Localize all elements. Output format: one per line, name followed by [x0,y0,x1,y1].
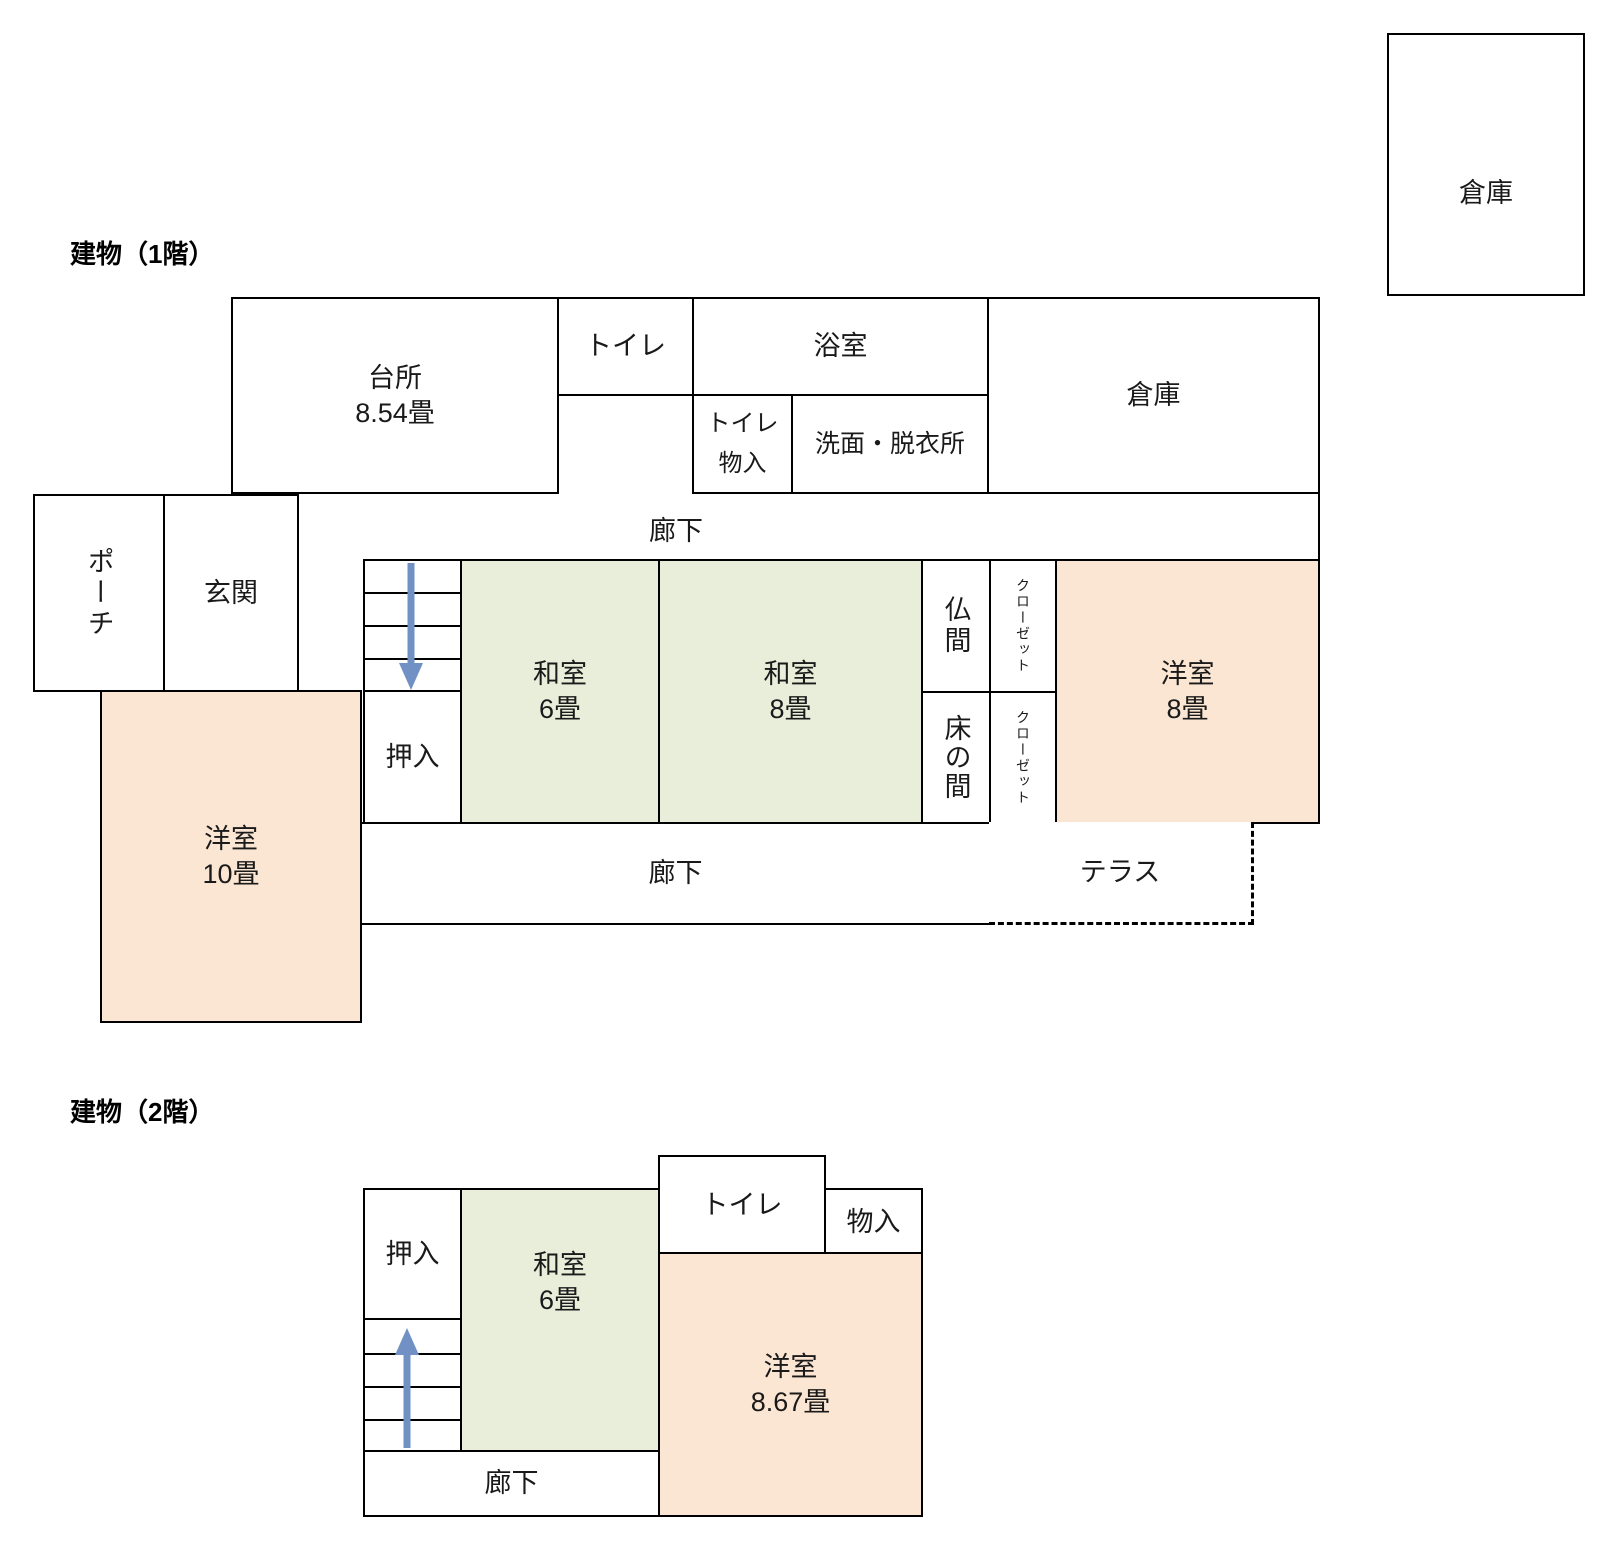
room-storage-2f: 物入 [824,1188,923,1256]
washroom-label: 洗面・脱衣所 [814,429,965,458]
stair-step-line [365,1386,460,1388]
hallway-upper-label: 廊下 [649,516,703,546]
room-japanese-8-1f: 和室 8畳 [658,559,923,824]
western-8-size: 8畳 [1166,693,1209,724]
porch-label: ポーチ [83,546,114,640]
japanese-6-1f-size: 6畳 [538,693,582,724]
room-western-8: 洋室 8畳 [1055,559,1320,824]
room-tokonoma: 床の間 [921,691,991,824]
terrace-label: テラス [1079,856,1161,887]
room-western-10: 洋室 10畳 [100,690,362,1023]
outer-wall-segment [1318,492,1320,561]
floor1-title: 建物（1階） [70,239,215,269]
hallway-2f-label: 廊下 [484,1468,539,1498]
storage-1f-label: 倉庫 [1126,380,1181,410]
kitchen-size: 8.54畳 [355,397,435,428]
oshiire-2f-label: 押入 [385,1238,440,1269]
room-western-867: 洋室 8.67畳 [658,1252,923,1517]
room-toilet-storage: トイレ 物入 [692,394,793,494]
stair-step-line [365,1419,460,1421]
toilet-storage-line2: 物入 [718,450,767,477]
room-oshiire-1f: 押入 [363,690,462,824]
stairs-up-arrow-icon [395,1328,419,1448]
room-japanese-6-1f: 和室 6畳 [460,559,660,824]
room-storage-1f: 倉庫 [987,297,1320,494]
room-entrance: 玄関 [163,494,299,692]
room-toilet-1f: トイレ [557,297,694,396]
japanese-6-2f-size: 6畳 [538,1285,582,1315]
room-hallway-lower: 廊下 [360,822,991,925]
toilet-1f-label: トイレ [585,331,666,361]
stairs-down-arrow-icon [399,563,423,690]
butsuma-label: 仏間 [940,595,971,657]
kitchen-name: 台所 [368,362,422,393]
room-hallway-2f: 廊下 [363,1450,660,1517]
japanese-8-1f-name: 和室 [763,658,818,689]
room-terrace: テラス [989,822,1254,925]
room-bathroom: 浴室 [692,297,989,396]
room-closet-upper: クローゼット [989,559,1057,693]
room-washroom: 洗面・脱衣所 [791,394,989,494]
floor2-title: 建物（2階） [70,1097,215,1127]
room-butsuma: 仏間 [921,559,991,693]
bathroom-label: 浴室 [813,331,868,361]
western-867-name: 洋室 [763,1351,818,1382]
japanese-6-2f-name: 和室 [533,1250,587,1280]
room-japanese-6-2f: 和室 6畳 [460,1188,660,1452]
western-10-size: 10畳 [202,858,260,889]
room-kitchen: 台所 8.54畳 [231,297,559,494]
western-867-size: 8.67畳 [750,1386,831,1417]
toilet-2f-label: トイレ [701,1190,783,1220]
closet-lower-label: クローゼット [1015,709,1031,806]
closet-upper-label: クローゼット [1015,578,1031,674]
entrance-label: 玄関 [204,577,258,608]
room-porch: ポーチ [33,494,165,692]
hallway-lower-label: 廊下 [648,858,703,888]
room-oshiire-2f: 押入 [363,1188,462,1320]
japanese-6-1f-name: 和室 [533,658,587,689]
toilet-storage-line1: トイレ [706,410,779,437]
storage-2f-label: 物入 [846,1206,901,1237]
oshiire-1f-label: 押入 [385,741,440,772]
detached-storage-room: 倉庫 [1387,33,1585,296]
detached-storage-label: 倉庫 [1459,178,1513,208]
room-toilet-2f: トイレ [658,1155,826,1256]
japanese-8-1f-size: 8畳 [769,693,812,724]
room-closet-lower: クローゼット [989,691,1057,824]
western-10-name: 洋室 [203,823,258,854]
tokonoma-label: 床の間 [940,714,971,801]
western-8-name: 洋室 [1160,658,1215,689]
